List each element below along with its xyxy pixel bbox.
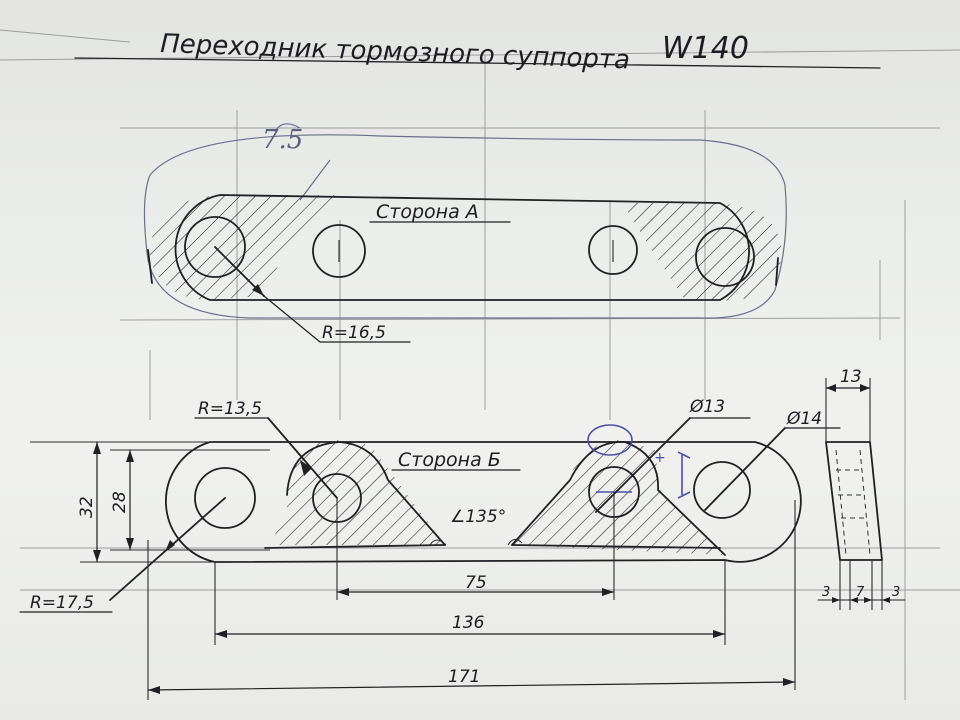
construction-lines: [0, 29, 960, 700]
dim-outer-holes: 136: [452, 613, 485, 633]
side-b-view: + Сторона Б R=13,5 R=17,5 Ø13 Ø14 ∠135°: [19, 397, 841, 700]
svg-text:+: +: [654, 450, 666, 466]
hole-large-label: Ø14: [786, 409, 822, 429]
pencil-note: 7.5: [262, 125, 303, 155]
height-outer-label: 32: [77, 496, 97, 518]
title-model: W140: [662, 31, 749, 66]
side-a-radius-label: R=16,5: [322, 323, 386, 343]
section-width-label: 13: [840, 367, 862, 387]
section-dim-left: 3: [822, 585, 830, 600]
hole-small-label: Ø13: [689, 397, 725, 417]
height-inner-label: 28: [110, 491, 130, 513]
dim-overall: 171: [448, 667, 480, 687]
title-text: Переходник тормозного суппорта: [160, 29, 631, 75]
section-view: 13 3 7 3: [817, 367, 906, 610]
angle-label: ∠135°: [450, 507, 506, 527]
side-b-label: Сторона Б: [398, 449, 501, 471]
section-dim-right: 3: [892, 585, 900, 600]
radius-top-label: R=13,5: [198, 399, 262, 419]
dim-hole-spacing: 75: [465, 573, 487, 593]
side-a-label: Сторона А: [376, 201, 479, 223]
section-dim-mid: 7: [856, 585, 865, 600]
radius-left-label: R=17,5: [30, 593, 94, 613]
side-a-view: 7.5 Сторона А R=16,5: [143, 123, 787, 343]
